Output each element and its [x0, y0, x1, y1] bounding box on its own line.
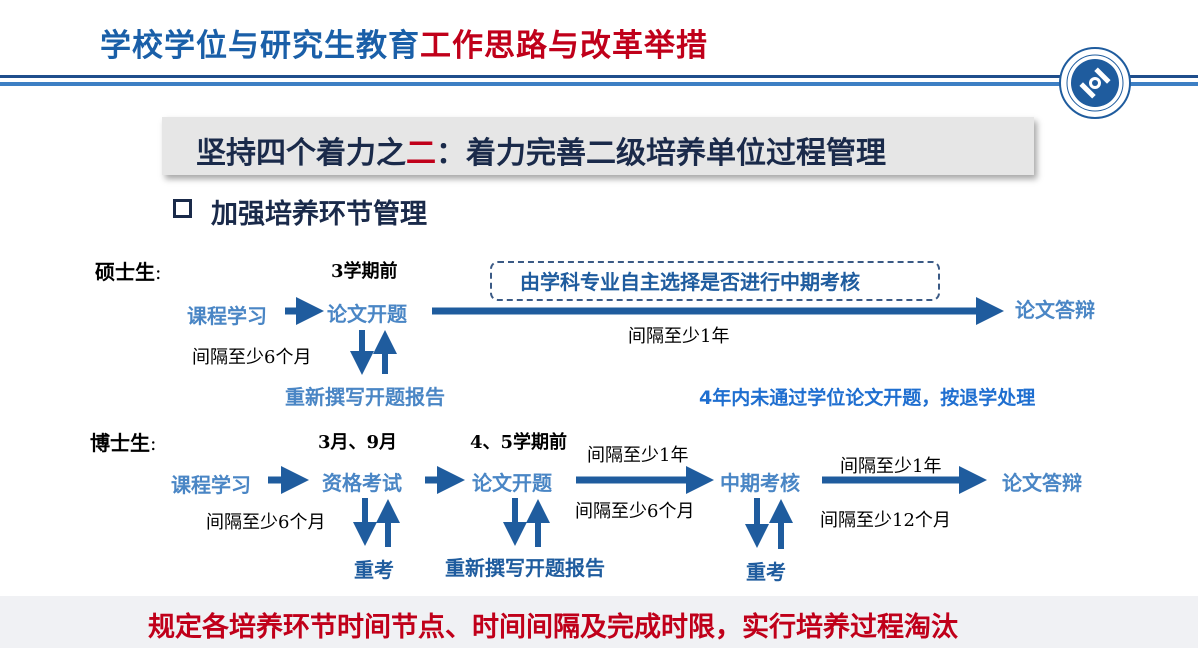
phd-months-note: 3月、9月: [318, 432, 398, 453]
banner-highlight: 二: [406, 136, 436, 171]
page-title-part1: 学校学位与研究生教育: [100, 28, 420, 64]
master-interval-year: 间隔至少1年: [628, 326, 730, 347]
master-defense-node: 论文答辩: [1015, 298, 1095, 322]
master-label: 硕士生：: [95, 260, 169, 284]
phd-midterm-node: 中期考核: [720, 471, 800, 495]
phd-rewrite-node: 重新撰写开题报告: [445, 556, 605, 580]
phd-interval-year-a: 间隔至少1年: [587, 445, 689, 466]
phd-retake-b-node: 重考: [746, 560, 786, 584]
optional-midterm-box: [490, 261, 940, 301]
phd-retake-a-node: 重考: [354, 558, 394, 582]
dropout-rule: 4年内未通过学位论文开题，按退学处理: [699, 387, 1036, 409]
master-rewrite-node: 重新撰写开题报告: [285, 385, 445, 409]
phd-interval-6m-b: 间隔至少6个月: [575, 501, 695, 522]
master-semester-note: 3学期前: [331, 261, 398, 282]
section-heading: 加强培养环节管理: [211, 199, 427, 230]
phd-defense-node: 论文答辩: [1002, 471, 1082, 495]
phd-label: 博士生：: [90, 431, 164, 455]
footer-text: 规定各培养环节时间节点、时间间隔及完成时限，实行培养过程淘汰: [148, 612, 958, 643]
university-logo: [1059, 47, 1131, 119]
phd-interval-6m-a: 间隔至少6个月: [206, 512, 326, 533]
phd-interval-year-b: 间隔至少1年: [840, 456, 942, 477]
optional-midterm-text: 由学科专业自主选择是否进行中期考核: [520, 270, 860, 294]
master-interval-6m: 间隔至少6个月: [192, 347, 312, 368]
banner-suffix: ：着力完善二级培养单位过程管理: [436, 136, 886, 171]
master-course-node: 课程学习: [187, 304, 267, 328]
phd-interval-12m: 间隔至少12个月: [820, 510, 951, 531]
banner-title: 坚持四个着力之二：着力完善二级培养单位过程管理: [196, 128, 886, 172]
page-title-part2: 工作思路与改革举措: [420, 28, 708, 64]
phd-semester-note: 4、5学期前: [470, 432, 568, 453]
phd-course-node: 课程学习: [171, 473, 251, 497]
checkbox-square-icon: [173, 199, 192, 218]
phd-qualifying-node: 资格考试: [322, 471, 402, 495]
banner-box: [162, 117, 1034, 175]
header-rule-light: [0, 82, 1198, 86]
banner-prefix: 坚持四个着力之: [196, 136, 406, 171]
page-title: 学校学位与研究生教育工作思路与改革举措: [100, 20, 708, 65]
footer-band: [0, 596, 1198, 648]
master-proposal-node: 论文开题: [327, 302, 407, 326]
header-rule-dark: [0, 75, 1198, 78]
phd-proposal-node: 论文开题: [472, 471, 552, 495]
